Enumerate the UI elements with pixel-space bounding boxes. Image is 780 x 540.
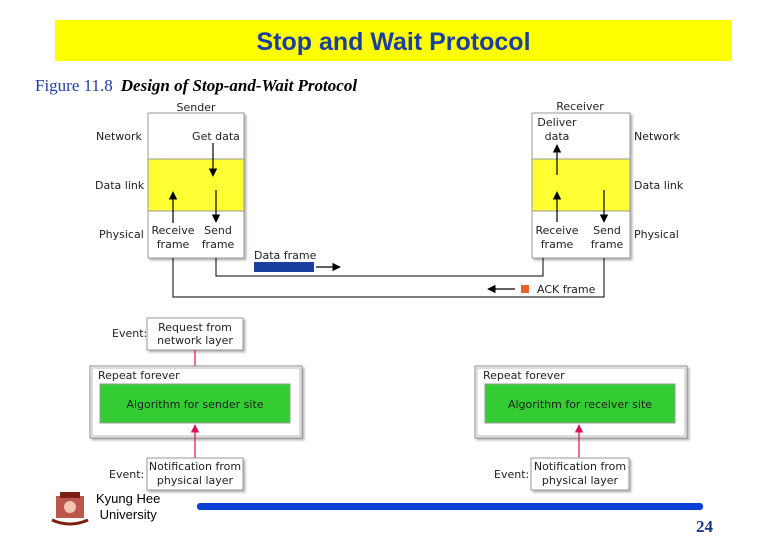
sender-datalink-label: Data link — [95, 179, 145, 192]
sender-physical-label: Physical — [99, 228, 144, 241]
receiver-repeat-label: Repeat forever — [483, 369, 565, 382]
ack-frame-label: ACK frame — [537, 283, 596, 296]
ack-channel — [172, 258, 605, 298]
sender-label: Sender — [177, 101, 216, 114]
receiver-notification-box — [530, 457, 630, 491]
sender-algorithm-label: Algorithm for sender site — [126, 398, 263, 411]
slide-title: Stop and Wait Protocol — [256, 28, 531, 56]
get-data-label: Get data — [192, 130, 240, 143]
sender-send-frame-label: frame — [202, 238, 235, 251]
data-frame-channel — [215, 258, 544, 277]
university-logo-icon — [51, 492, 89, 526]
data-frame-packet — [254, 262, 314, 272]
deliver-data-label: data — [545, 130, 570, 143]
sender-algorithm-box — [99, 383, 291, 424]
figure-title: Design of Stop-and-Wait Protocol — [120, 76, 358, 95]
receiver-datalink-label: Data link — [634, 179, 684, 192]
sender-receive-label: Receive — [151, 224, 194, 237]
sender-event-line1: Request from — [158, 321, 232, 334]
data-frame-label: Data frame — [254, 249, 317, 262]
ack-packet — [521, 285, 529, 293]
footer-bar — [197, 503, 703, 510]
sender-network-label: Network — [96, 130, 143, 143]
receiver-receive-frame-label: frame — [541, 238, 574, 251]
receiver-event-label: Event: — [494, 468, 529, 481]
deliver-label: Deliver — [537, 116, 577, 129]
sender-repeat-label: Repeat forever — [98, 369, 180, 382]
receiver-algorithm-label: Algorithm for receiver site — [508, 398, 652, 411]
receiver-notification-line2: physical layer — [542, 474, 619, 487]
figure-caption: Figure 11.8 Design of Stop-and-Wait Proto… — [35, 76, 357, 96]
university-line1: Kyung Hee — [96, 491, 161, 506]
sender-notification-box — [146, 457, 244, 491]
title-banner: Stop and Wait Protocol — [55, 20, 732, 61]
receiver-receive-label: Receive — [535, 224, 578, 237]
receiver-network-label: Network — [634, 130, 681, 143]
sender-datalink-layer — [148, 159, 244, 211]
receiver-datalink-layer — [532, 159, 630, 211]
sender-event-label: Event: — [112, 327, 147, 340]
university-line2: University — [99, 507, 157, 522]
receiver-label: Receiver — [556, 100, 604, 113]
sender-send-label: Send — [204, 224, 232, 237]
page-number: 24 — [696, 517, 713, 536]
sender-receive-frame-label: frame — [157, 238, 190, 251]
sender-event-line2: network layer — [157, 334, 233, 347]
receiver-notification-line1: Notification from — [534, 460, 626, 473]
sender-notification-line1: Notification from — [149, 460, 241, 473]
university-name: Kyung Hee University — [96, 491, 160, 523]
sender-notification-line2: physical layer — [157, 474, 234, 487]
receiver-algorithm-box — [484, 383, 676, 424]
figure-label: Figure 11.8 — [35, 76, 113, 95]
sender-event2-label: Event: — [109, 468, 144, 481]
receiver-physical-label: Physical — [634, 228, 679, 241]
receiver-send-label: Send — [593, 224, 621, 237]
receiver-send-frame-label: frame — [591, 238, 624, 251]
